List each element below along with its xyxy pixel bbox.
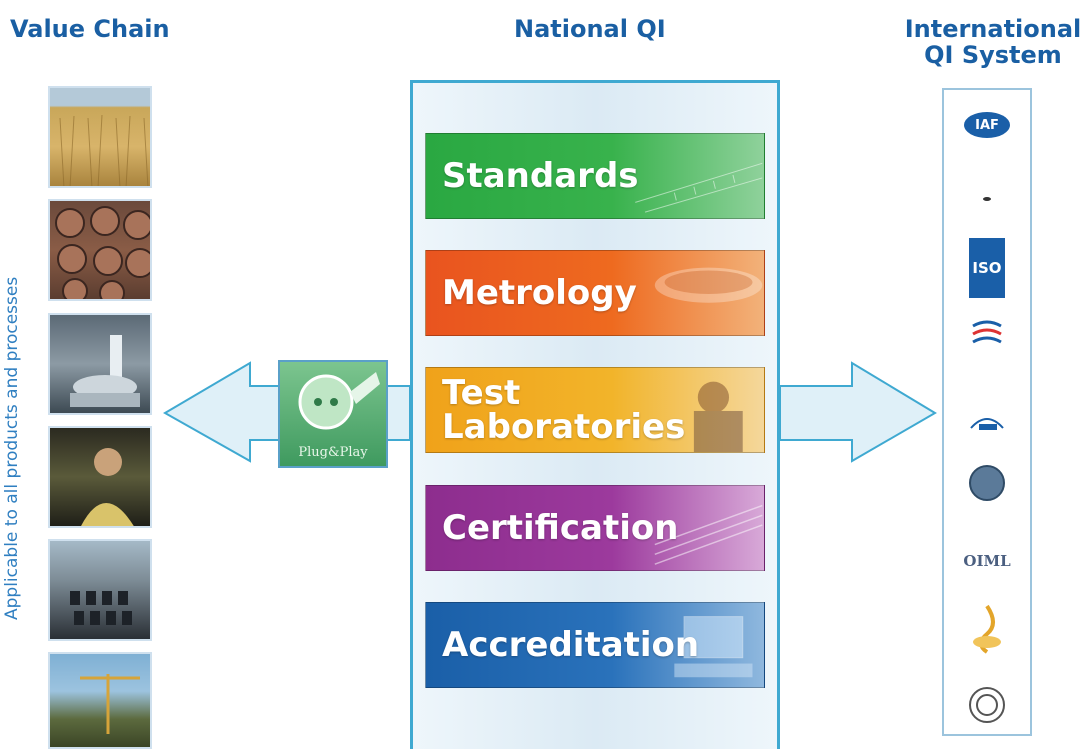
golden-emblem-logo: [969, 604, 1005, 654]
heading-national-qi: National QI: [514, 15, 666, 43]
photo-product-rows: [48, 539, 152, 641]
iec-logo: [968, 464, 1006, 502]
card-accreditation-label: Accreditation: [442, 625, 700, 665]
wto-logo: [967, 312, 1007, 352]
certificate-decoration: [654, 504, 763, 565]
iaf-logo-graphic: [964, 112, 1010, 138]
card-accreditation[interactable]: Accreditation: [425, 602, 765, 688]
photo-wheat-field: [48, 86, 152, 188]
iaf-logo-text: IAF: [975, 117, 999, 133]
reels-pattern: [55, 206, 150, 299]
balance-pattern: [70, 335, 140, 407]
card-metrology[interactable]: Metrology: [425, 250, 765, 336]
seal-logo: [968, 686, 1006, 724]
plug-and-play-label: Plug&Play: [298, 445, 368, 460]
seal-logo-graphic: [969, 687, 1005, 723]
small-emblem-icon: [982, 196, 992, 202]
heading-international-qi-system: International QI System: [900, 16, 1086, 68]
wheat-pattern: [59, 114, 149, 186]
iso-logo: ISO: [969, 238, 1005, 298]
card-test-line1: Test: [442, 373, 521, 413]
card-test-laboratories[interactable]: Test Laboratories: [425, 367, 765, 453]
photo-lab-balance: [48, 313, 152, 415]
oiml-logo: OIML: [963, 552, 1010, 570]
card-certification-label: Certification: [442, 508, 679, 548]
computer-decoration: [674, 616, 753, 678]
photo-worker: [48, 426, 152, 528]
crane-pattern: [80, 674, 140, 734]
card-standards[interactable]: Standards: [425, 133, 765, 219]
bipm-logo: [967, 410, 1007, 434]
plug-and-play-box: Plug&Play: [278, 360, 388, 468]
heading-international-line2: QI System: [924, 41, 1062, 69]
photo-cable-reels: [48, 199, 152, 301]
iec-logo-graphic: [969, 465, 1005, 501]
photo-construction-crane: [48, 652, 152, 749]
oiml-logo-text: OIML: [963, 552, 1011, 570]
card-standards-label: Standards: [442, 156, 639, 196]
bipm-logo-graphic: [970, 418, 1004, 430]
card-certification[interactable]: Certification: [425, 485, 765, 571]
lab-decoration: [693, 381, 743, 452]
iaf-logo: IAF: [962, 110, 1012, 140]
wto-logo-graphic: [972, 320, 1002, 344]
international-logo-strip: IAF ISO OIML: [942, 88, 1032, 736]
card-test-line2: Laboratories: [442, 407, 686, 447]
right-arrow-shape: [779, 361, 937, 463]
worker-pattern: [81, 448, 134, 526]
value-chain-caption: Applicable to all products and processes: [2, 276, 22, 620]
card-test-laboratories-label: Test Laboratories: [442, 376, 685, 444]
scale-decoration: [654, 267, 763, 303]
plug-icon: [298, 372, 380, 430]
card-metrology-label: Metrology: [442, 273, 637, 313]
small-emblem-graphic: [983, 197, 991, 201]
heading-international-line1: International: [904, 15, 1082, 43]
heading-value-chain: Value Chain: [10, 15, 170, 43]
iso-logo-text: ISO: [972, 259, 1002, 277]
rows-pattern: [70, 591, 132, 625]
ruler-decoration: [635, 162, 763, 213]
golden-emblem-graphic: [973, 604, 1001, 654]
